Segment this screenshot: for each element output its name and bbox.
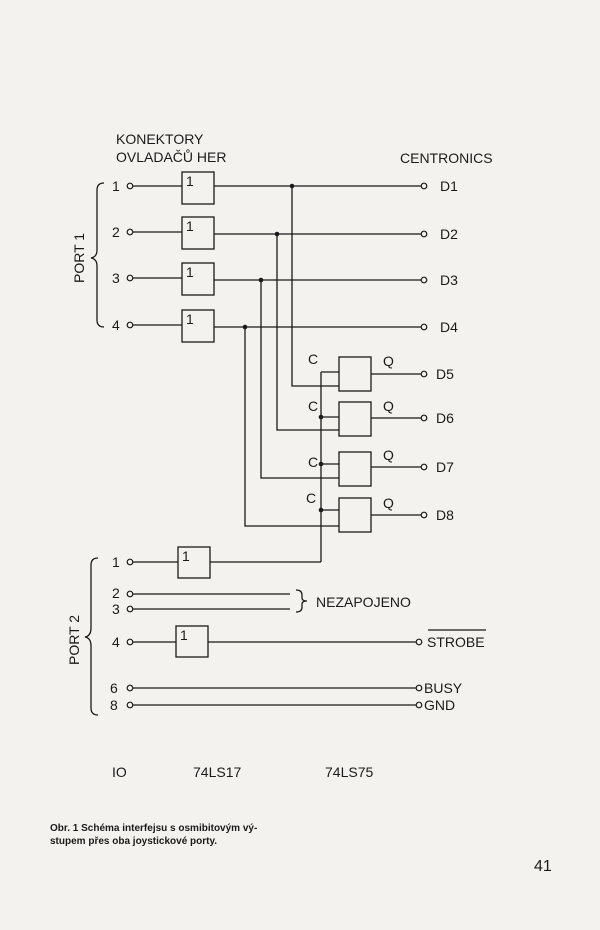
gnd-label: GND [424,697,455,713]
latch-2 [338,401,372,437]
port2-pin-1: 1 [112,554,120,570]
gate-4 [181,309,215,343]
port1-pin-3: 3 [112,270,120,286]
latch-1 [338,356,372,392]
output-d2: D2 [440,226,458,242]
output-d3: D3 [440,272,458,288]
nc-label: NEZAPOJENO [316,594,411,610]
ic-label-io: IO [112,764,127,780]
latch-1-clock: C [308,351,318,367]
output-d7: D7 [436,459,454,475]
port1-pin-1: 1 [112,178,120,194]
caption-line-2: stupem přes oba joystickové porty. [50,836,218,847]
terminals [126,182,428,709]
gate-6-label: 1 [180,627,188,643]
port2-pin-2: 2 [112,585,120,601]
latch-3 [338,451,372,487]
port2-brace [84,557,99,716]
latch-2-q: Q [383,398,394,414]
busy-label: BUSY [424,680,463,696]
port1-brace [90,182,105,328]
strobe-label: STROBE [427,634,485,650]
header-left-line1: KONEKTORY [116,131,204,147]
latch-1-q: Q [383,353,394,369]
latch-3-q: Q [383,447,394,463]
latch-4 [338,497,372,533]
gate-5-label: 1 [182,548,190,564]
gate-2 [181,216,215,250]
output-d5: D5 [436,366,454,382]
nc-brace [295,589,308,613]
port1-label: PORT 1 [71,233,87,283]
caption-line-1: Obr. 1 Schéma interfejsu s osmibitovým v… [50,823,258,834]
gate-4-label: 1 [186,311,194,327]
port2-pin-8: 8 [110,697,118,713]
port2-pin-3: 3 [112,601,120,617]
page-number: 41 [534,858,552,875]
gate-3-label: 1 [186,264,194,280]
figure-caption: Obr. 1 Schéma interfejsu s osmibitovým v… [50,822,320,848]
output-d1: D1 [440,178,458,194]
gate-1 [181,171,215,205]
port2-label: PORT 2 [66,615,82,665]
gate-2-label: 1 [186,218,194,234]
latch-3-clock: C [308,454,318,470]
latch-2-clock: C [308,398,318,414]
port2-pin-6: 6 [110,680,118,696]
header-right: CENTRONICS [400,150,493,166]
gate-1-label: 1 [186,173,194,189]
wiring [84,171,486,716]
latch-4-q: Q [383,495,394,511]
output-d8: D8 [436,507,454,523]
header-left-line2: OVLADAČŮ HER [116,148,226,165]
ic-label-74ls75: 74LS75 [325,764,373,780]
port2-pin-4: 4 [112,634,120,650]
ic-label-74ls17: 74LS17 [193,764,241,780]
port1-pin-4: 4 [112,317,120,333]
output-d6: D6 [436,410,454,426]
latch-4-clock: C [306,490,316,506]
port1-pin-2: 2 [112,224,120,240]
junctions [242,183,324,513]
gate-3 [181,262,215,296]
output-d4: D4 [440,319,458,335]
